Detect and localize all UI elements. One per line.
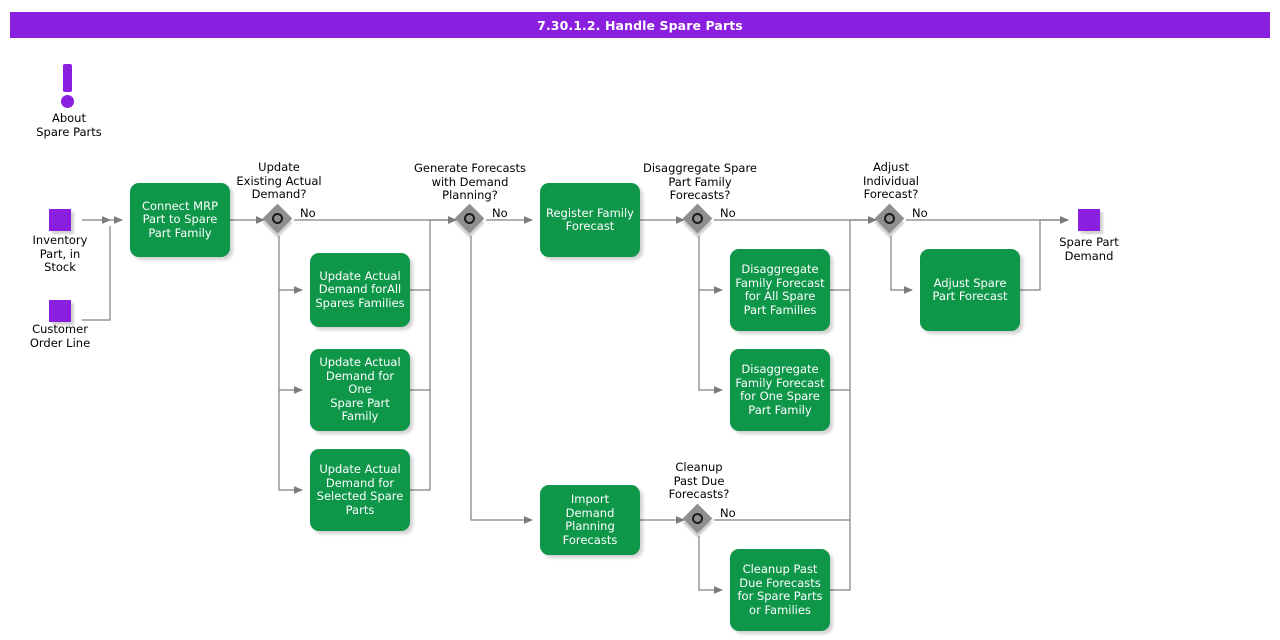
page-title-bar: 7.30.1.2. Handle Spare Parts <box>10 12 1270 38</box>
decision-ring-icon <box>692 513 703 524</box>
page-title: 7.30.1.2. Handle Spare Parts <box>537 17 743 33</box>
decision-disaggregate-spare-part-family-forecasts-no-label: No <box>720 206 736 220</box>
exclamation-bar-icon <box>63 64 72 92</box>
about-spare-parts-icon[interactable] <box>58 64 80 108</box>
decision-adjust-individual-forecast[interactable] <box>874 203 906 235</box>
decision-disaggregate-spare-part-family-forecasts[interactable] <box>682 203 714 235</box>
terminator-customer-order-line[interactable] <box>49 300 71 322</box>
decision-ring-icon <box>884 213 895 224</box>
decision-generate-forecasts-with-demand-planning-no-label: No <box>492 206 508 220</box>
decision-ring-icon <box>464 213 475 224</box>
decision-ring-icon <box>692 213 703 224</box>
exclamation-dot-icon <box>61 95 74 108</box>
decision-update-existing-actual-demand[interactable] <box>262 203 294 235</box>
decision-adjust-individual-forecast-no-label: No <box>912 206 928 220</box>
terminator-spare-part-demand[interactable] <box>1078 209 1100 231</box>
decision-cleanup-past-due-forecasts-no-label: No <box>720 506 736 520</box>
decision-cleanup-past-due-forecasts[interactable] <box>682 503 714 535</box>
decision-generate-forecasts-with-demand-planning[interactable] <box>454 203 486 235</box>
decision-update-existing-actual-demand-no-label: No <box>300 206 316 220</box>
terminator-inventory-part-in-stock[interactable] <box>49 209 71 231</box>
decision-ring-icon <box>272 213 283 224</box>
